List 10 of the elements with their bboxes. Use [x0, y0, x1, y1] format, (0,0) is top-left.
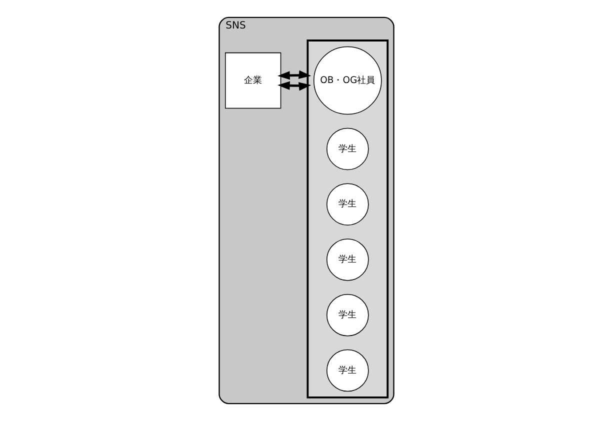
node-circle: 学生	[326, 128, 369, 170]
arrow	[278, 81, 312, 91]
node-circle: 学生	[326, 349, 369, 392]
node-circle: 学生	[326, 238, 369, 281]
node-circle: 学生	[326, 183, 369, 226]
node-box: 企業	[225, 52, 282, 109]
node-circle: 学生	[326, 294, 369, 336]
node-circle: OB・OG社員	[313, 46, 382, 115]
arrow	[278, 70, 312, 80]
cluster	[306, 40, 389, 398]
